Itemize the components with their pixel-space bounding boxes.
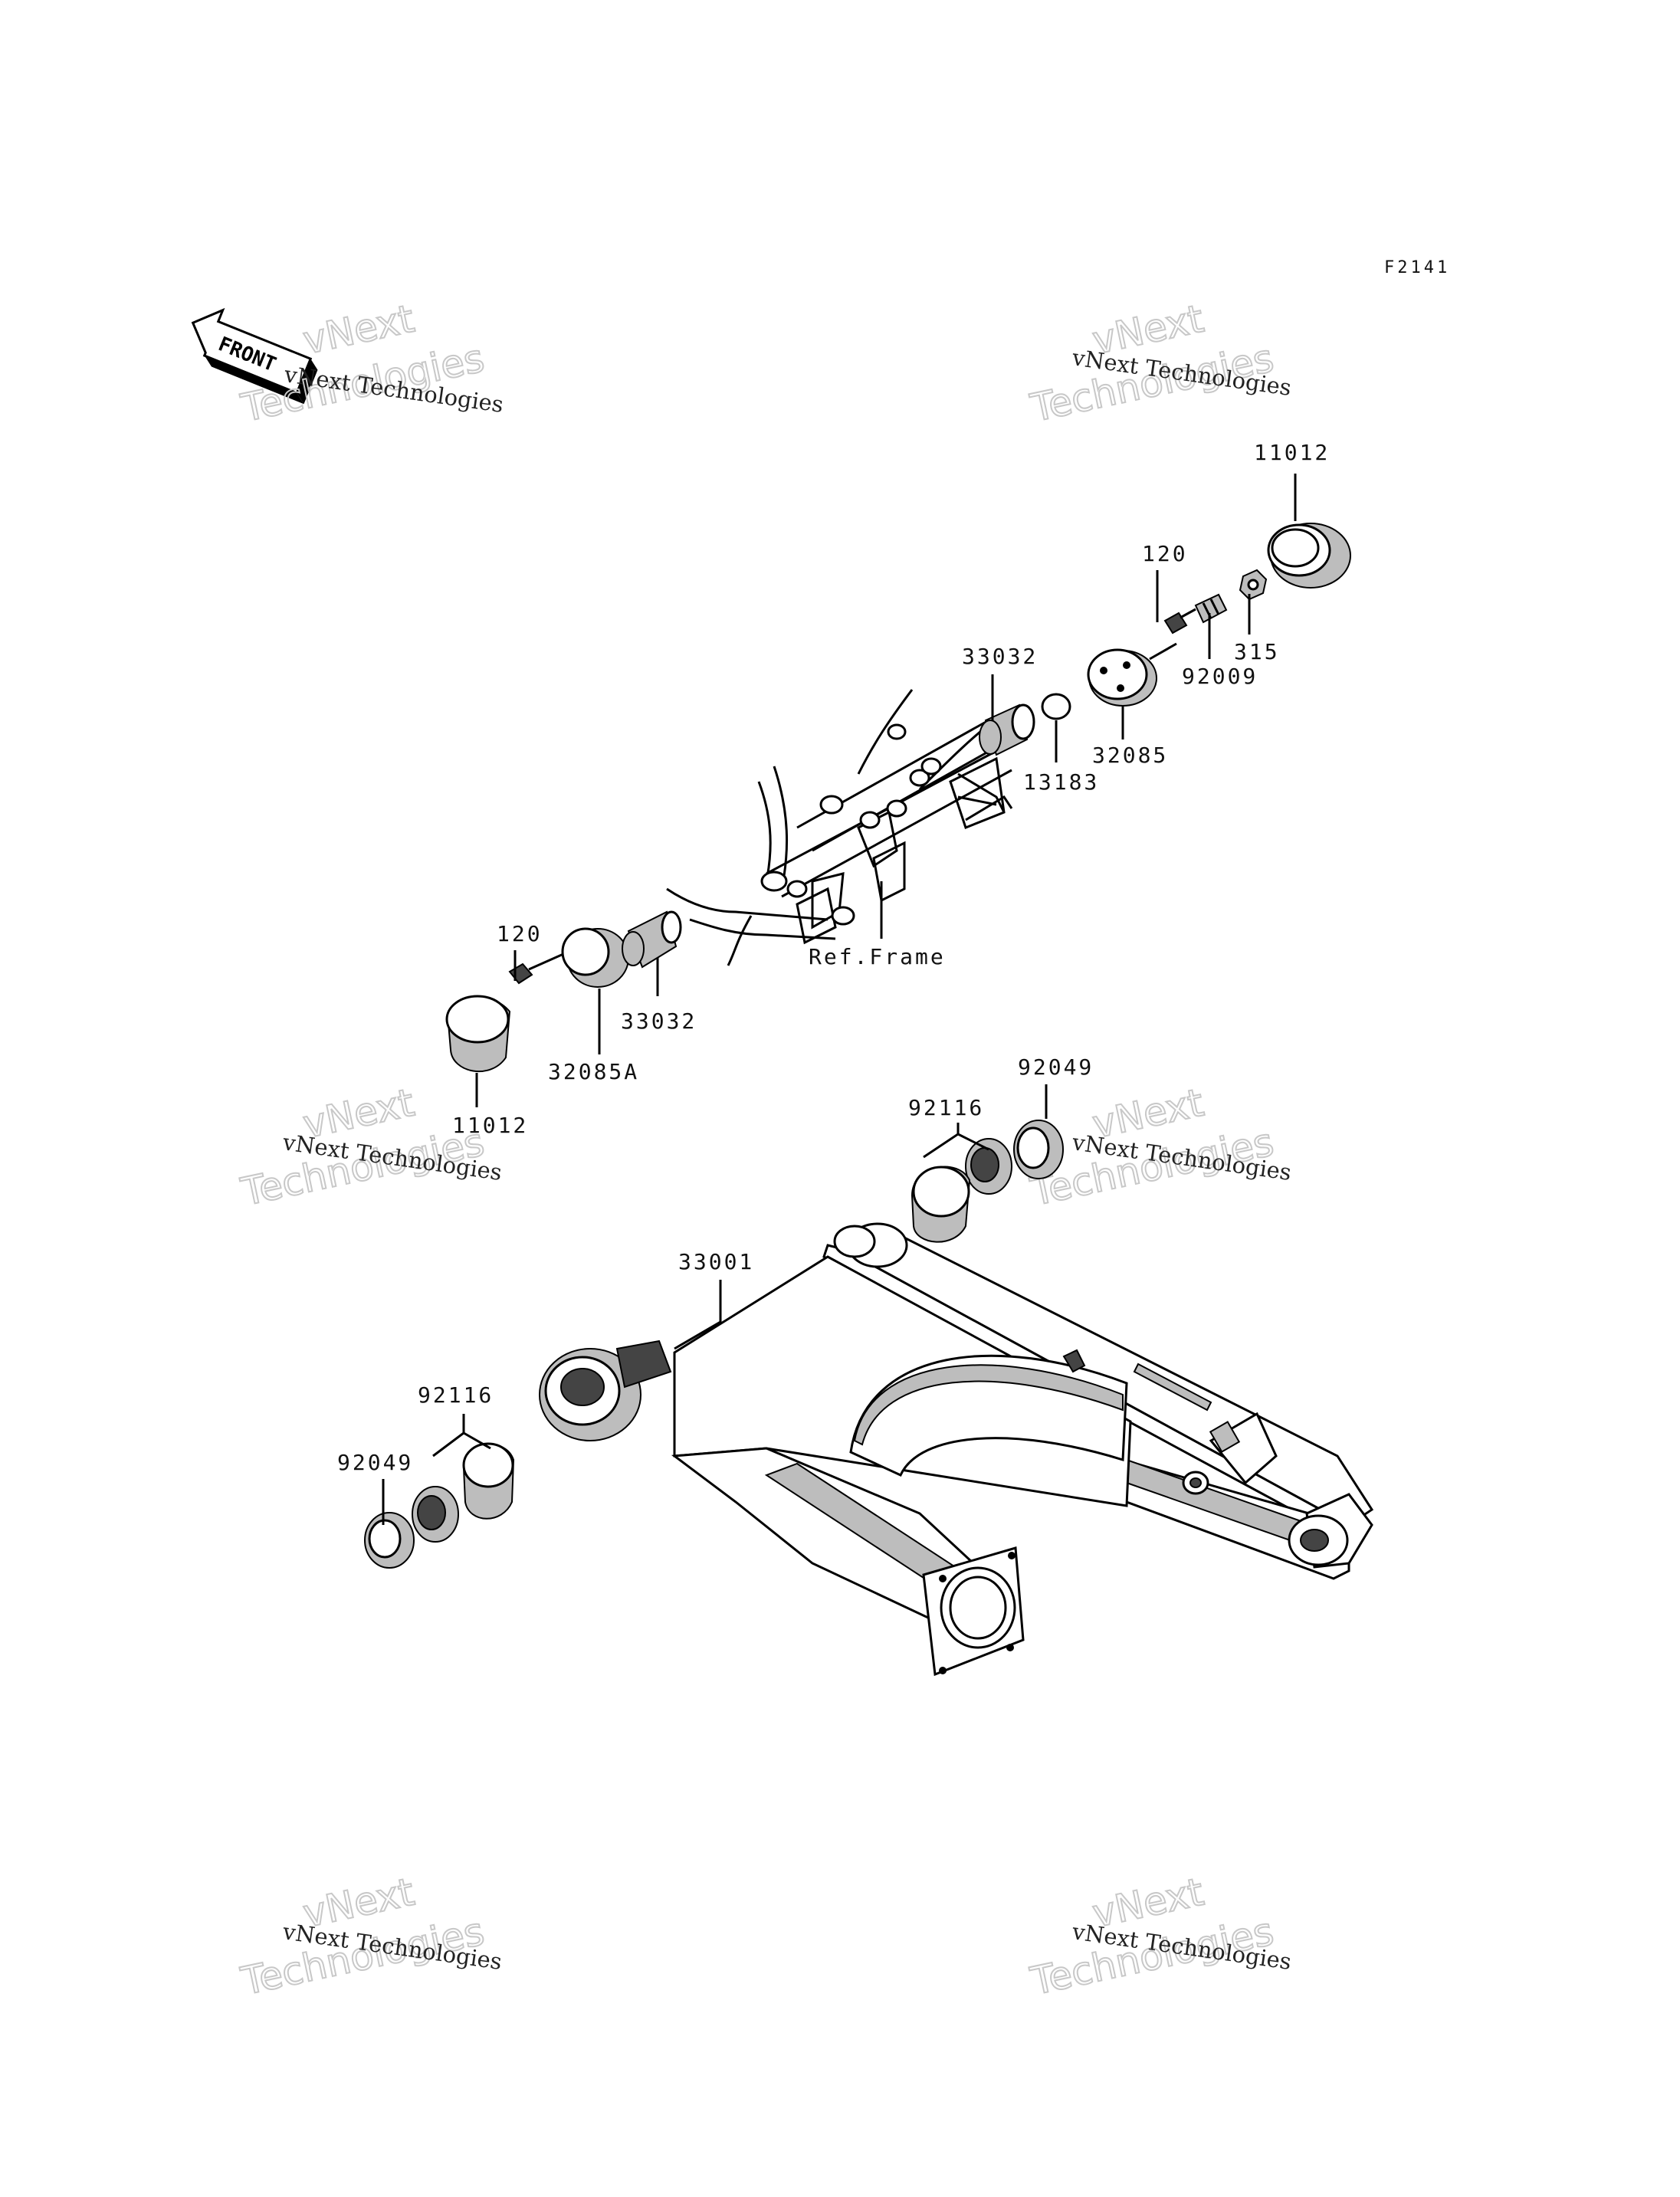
bolt-120-left	[508, 953, 564, 985]
callout-92116-right: 92116	[908, 1095, 984, 1120]
bearing-92116-left-race	[462, 1442, 515, 1520]
callout-ref-frame: Ref.Frame	[809, 944, 946, 969]
cap-11012-upper	[1267, 523, 1351, 589]
callout-315: 315	[1234, 639, 1280, 664]
callout-92049-left: 92049	[337, 1450, 413, 1475]
bearing-92116-right-roller	[965, 1138, 1012, 1195]
callout-32085A: 32085A	[548, 1059, 639, 1084]
frame-section-drawing	[666, 689, 1013, 966]
collar-33032-left	[622, 910, 682, 969]
seal-92049-left	[364, 1512, 415, 1569]
callout-92049-right: 92049	[1018, 1054, 1094, 1080]
plate-32085	[1087, 648, 1157, 707]
nut-315	[1239, 569, 1268, 601]
callout-33032-upper: 33032	[962, 644, 1038, 669]
watermark-mid-right: vNext Technologies vNext Technologies	[1025, 1080, 1293, 1215]
callout-13183: 13183	[1023, 769, 1099, 795]
callout-120-left: 120	[497, 921, 543, 946]
swingarm-33001	[539, 1222, 1374, 1677]
leader-lines	[382, 474, 1297, 1525]
callout-11012-upper: 11012	[1254, 440, 1330, 465]
watermark-top-right: vNext Technologies vNext Technologies	[1025, 296, 1293, 431]
watermark-mid-left: vNext Technologies vNext Technologies	[236, 1080, 504, 1215]
callout-120-upper: 120	[1142, 541, 1188, 566]
figure-code: F2141	[1384, 258, 1450, 277]
cap-11012-left	[445, 995, 511, 1072]
callout-33032-left: 33032	[621, 1008, 697, 1034]
watermark-bottom-right: vNext Technologies vNext Technologies	[1025, 1869, 1293, 2005]
callout-92009: 92009	[1182, 664, 1258, 689]
bolt-120-upper	[1149, 608, 1196, 661]
callout-33001: 33001	[678, 1249, 754, 1274]
bearing-92116-right-race	[911, 1166, 971, 1243]
callout-11012-left: 11012	[452, 1113, 528, 1138]
callout-92116-left: 92116	[418, 1382, 494, 1408]
stud-92009	[1194, 593, 1228, 624]
watermark-bottom-left: vNext Technologies vNext Technologies	[236, 1869, 504, 2005]
callout-32085: 32085	[1092, 743, 1168, 768]
plate-32085A	[561, 927, 629, 988]
ring-13183	[1041, 693, 1071, 720]
collar-33032-upper	[979, 703, 1035, 756]
seal-92049-right	[1013, 1120, 1064, 1179]
bearing-92116-left-roller	[412, 1486, 459, 1543]
